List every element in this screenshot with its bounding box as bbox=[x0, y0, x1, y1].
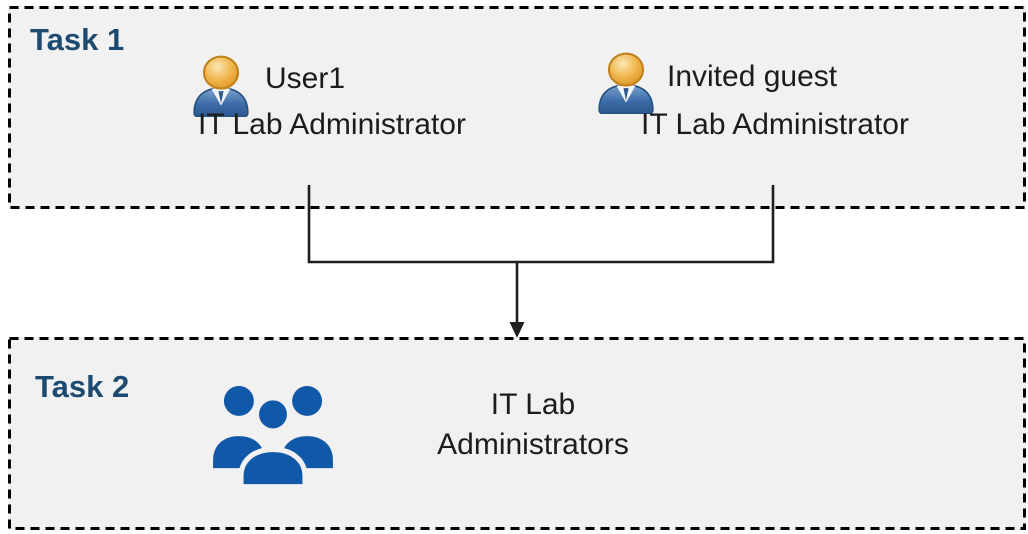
group-label: IT Lab Administrators bbox=[437, 388, 629, 461]
task2-dashed-border bbox=[8, 337, 1026, 530]
arrow-down-icon bbox=[509, 322, 525, 338]
user-name: User1 bbox=[265, 62, 346, 95]
user-name: Invited guest bbox=[667, 60, 838, 93]
user-role: IT Lab Administrator bbox=[641, 108, 909, 141]
user-icon bbox=[188, 55, 254, 118]
user-icon bbox=[593, 52, 659, 115]
task1-label: Task 1 bbox=[30, 22, 125, 57]
task2-box: Task 2 IT Lab Administrators bbox=[8, 337, 1026, 530]
task1-box: Task 1 bbox=[8, 6, 1026, 209]
task1-dashed-border bbox=[8, 6, 1026, 209]
user-role: IT Lab Administrator bbox=[198, 108, 466, 141]
users-group-icon bbox=[211, 381, 335, 490]
task2-label: Task 2 bbox=[35, 369, 130, 404]
